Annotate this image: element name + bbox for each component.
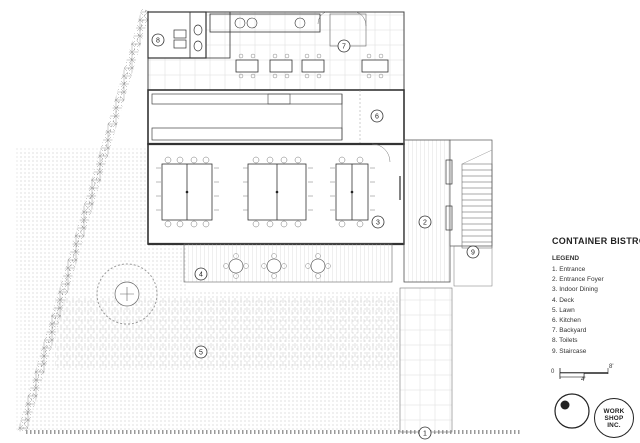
room-marker-entrance-foyer: 2 bbox=[418, 215, 432, 229]
backyard-tables bbox=[235, 53, 389, 79]
legend-item: 1. Entrance bbox=[552, 266, 586, 273]
room-number-staircase: 9 bbox=[471, 249, 475, 256]
room-marker-indoor-dining: 3 bbox=[371, 215, 385, 229]
logo-line: INC. bbox=[607, 421, 621, 429]
logo-line: WORK bbox=[603, 407, 625, 415]
room-marker-toilets: 8 bbox=[151, 33, 165, 47]
legend-item: 7. Backyard bbox=[552, 327, 587, 335]
entrance-path bbox=[399, 287, 453, 433]
room-marker-entrance: 1 bbox=[418, 426, 432, 440]
dining-chairs bbox=[156, 156, 375, 228]
legend-item: 6. Kitchen bbox=[552, 317, 581, 325]
backyard-counter bbox=[209, 11, 367, 47]
scale-bar bbox=[559, 368, 609, 379]
drawing-title: CONTAINER BISTRO bbox=[552, 236, 640, 246]
legend-item: 8. Toilets bbox=[552, 337, 578, 345]
legend-heading: LEGEND bbox=[552, 255, 580, 262]
tree-icon bbox=[96, 263, 158, 325]
legend-item: 4. Deck bbox=[552, 296, 575, 304]
north-arrow-icon bbox=[554, 393, 590, 429]
scale-minor-label: 4' bbox=[581, 377, 586, 383]
room-number-indoor-dining: 3 bbox=[376, 219, 380, 226]
legend-list: 1. Entrance 2. Entrance Foyer 3. Indoor … bbox=[552, 265, 638, 357]
scale-major-label: 8' bbox=[609, 364, 614, 370]
legend-item: 3. Indoor Dining bbox=[552, 286, 598, 294]
room-marker-staircase: 9 bbox=[466, 245, 480, 259]
room-marker-backyard: 7 bbox=[337, 39, 351, 53]
logo-line: SHOP bbox=[604, 414, 624, 422]
room-marker-lawn: 5 bbox=[194, 345, 208, 359]
scale-zero-label: 0 bbox=[551, 369, 555, 375]
room-number-backyard: 7 bbox=[342, 43, 346, 50]
room-marker-deck: 4 bbox=[194, 267, 208, 281]
room-number-deck: 4 bbox=[199, 271, 203, 278]
kitchen-container bbox=[147, 89, 405, 145]
room-number-toilets: 8 bbox=[156, 37, 160, 44]
room-number-entrance-foyer: 2 bbox=[423, 219, 427, 226]
workshop-logo: WORK SHOP INC. bbox=[594, 398, 634, 438]
legend-item: 2. Entrance Foyer bbox=[552, 276, 604, 284]
room-number-lawn: 5 bbox=[199, 349, 203, 356]
table-centres bbox=[185, 190, 354, 194]
legend: CONTAINER BISTRO LEGEND 1. Entrance 2. E… bbox=[552, 236, 640, 357]
room-marker-kitchen: 6 bbox=[370, 109, 384, 123]
hedge-boundary bbox=[17, 8, 520, 434]
deck-area bbox=[183, 243, 393, 283]
lawn-area bbox=[14, 8, 400, 432]
room-number-kitchen: 6 bbox=[375, 113, 379, 120]
entrance-foyer bbox=[403, 139, 493, 283]
legend-item: 9. Staircase bbox=[552, 347, 587, 355]
dining-tables bbox=[161, 163, 369, 221]
legend-item: 5. Lawn bbox=[552, 306, 575, 314]
room-number-entrance: 1 bbox=[423, 430, 427, 437]
